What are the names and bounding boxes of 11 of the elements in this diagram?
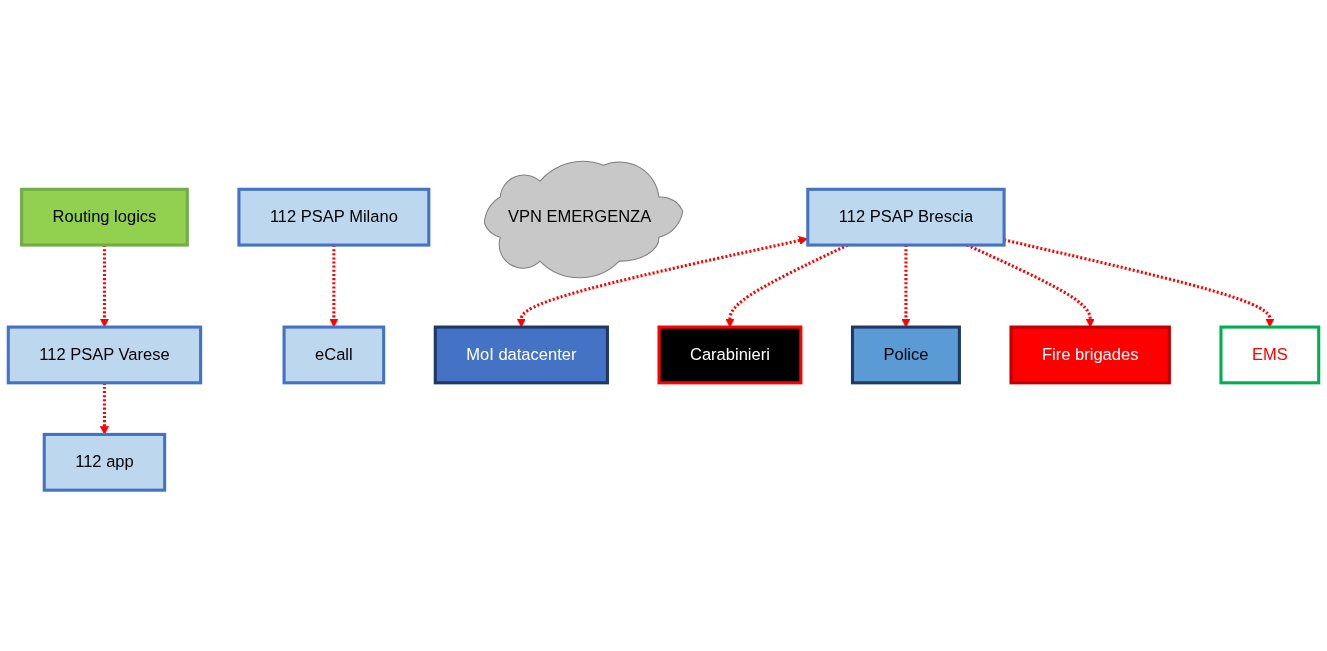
node-box: Routing logics bbox=[20, 187, 189, 247]
node-box: MoI datacenter bbox=[433, 325, 609, 385]
node-box: 112 app bbox=[42, 432, 167, 492]
node-box: eCall bbox=[282, 325, 386, 385]
node-box: 112 PSAP Varese bbox=[6, 325, 203, 385]
node-box: 112 PSAP Milano bbox=[237, 187, 431, 247]
node-box: Carabinieri bbox=[657, 325, 803, 385]
node-box: EMS bbox=[1219, 325, 1321, 385]
node-box: 112 PSAP Brescia bbox=[806, 187, 1006, 247]
node-box: Fire brigades bbox=[1009, 325, 1171, 385]
node-box: Police bbox=[850, 325, 961, 385]
